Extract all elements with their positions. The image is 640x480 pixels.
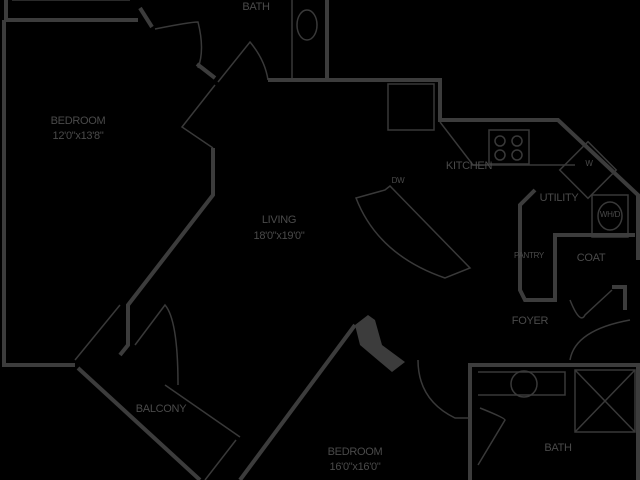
room-label-living: LIVING — [261, 214, 297, 226]
door-swing — [217, 40, 269, 83]
toilet — [296, 9, 318, 41]
door-swing — [134, 303, 179, 386]
balcony-rail — [74, 304, 121, 361]
room-label-pantry: PANTRY — [514, 251, 544, 260]
room-label-kitchen: KITCHEN — [445, 160, 493, 172]
label-washer: W — [585, 159, 593, 168]
room-size-bedroom-1: 12'0"x13'8" — [52, 130, 104, 142]
sliding-door — [164, 384, 241, 438]
label-dishwasher: DW — [391, 176, 405, 185]
room-label-utility: UTILITY — [539, 192, 579, 204]
fridge — [387, 83, 435, 131]
sliding-door — [204, 439, 237, 480]
sink — [510, 370, 538, 398]
water-heater-tank — [597, 201, 623, 231]
door-swing — [154, 21, 203, 69]
burner — [494, 149, 506, 161]
wall — [180, 84, 216, 149]
kitchen-island — [355, 184, 472, 279]
room-label-balcony: BALCONY — [135, 403, 187, 415]
room-label-bath-bottom: BATH — [544, 442, 572, 454]
door-swing — [417, 359, 470, 419]
door-swing — [569, 319, 631, 361]
room-label-bath-top: BATH — [242, 1, 270, 13]
room-label-coat: COAT — [576, 252, 606, 264]
burner — [511, 149, 523, 161]
washer-box — [558, 140, 618, 200]
vanity — [478, 371, 566, 396]
wall — [4, 0, 138, 22]
shower — [574, 369, 636, 433]
wall — [468, 363, 640, 480]
burner — [511, 135, 523, 147]
wall — [385, 78, 640, 260]
cooktop — [488, 129, 530, 165]
room-label-bedroom-1: BEDROOM — [50, 115, 106, 127]
wall — [138, 6, 154, 29]
door-swing — [477, 407, 506, 466]
wall — [2, 20, 75, 367]
wall — [238, 323, 357, 480]
label-water-heater: WH/D — [599, 210, 621, 219]
wall — [118, 148, 215, 357]
wall — [195, 62, 217, 80]
wall-column — [355, 315, 405, 372]
counter — [439, 121, 575, 166]
room-size-bedroom-2: 16'0"x16'0" — [329, 461, 381, 473]
room-label-bedroom-2: BEDROOM — [327, 446, 383, 458]
shower-cross — [574, 369, 636, 433]
wall — [76, 366, 202, 480]
room-label-foyer: FOYER — [511, 315, 549, 327]
room-size-living: 18'0"x19'0" — [253, 230, 305, 242]
wall — [518, 188, 635, 302]
burner — [494, 135, 506, 147]
door-swing — [569, 289, 613, 319]
wall — [612, 285, 627, 310]
